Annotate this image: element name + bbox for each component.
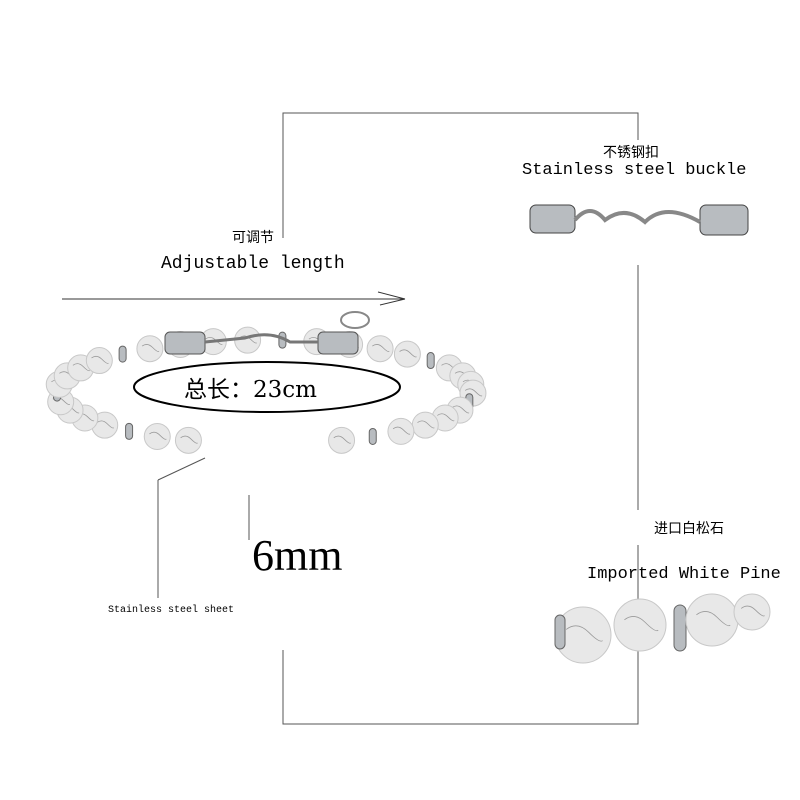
bead-size-label: 6mm — [252, 531, 343, 580]
bead — [411, 411, 439, 439]
adjustable-label-en: Adjustable length — [161, 254, 345, 274]
steel-spacer — [118, 345, 127, 363]
bead-vein — [417, 420, 435, 429]
bead-vein — [392, 426, 411, 435]
stone-label-en: Imported White Pine — [587, 565, 781, 584]
bead-vein — [72, 363, 91, 372]
bead — [136, 335, 164, 363]
bracelet-image — [45, 311, 487, 454]
bead — [328, 426, 356, 454]
bead-vein — [696, 611, 731, 627]
steel-spacer — [368, 427, 377, 445]
bead-vein — [451, 405, 470, 414]
bead — [733, 593, 771, 631]
steel-spacer — [125, 422, 134, 440]
bead — [387, 417, 415, 445]
steel-spacer — [554, 614, 566, 650]
bead — [143, 422, 171, 450]
bead-vein — [565, 625, 603, 642]
stone-closeup-image — [554, 593, 771, 664]
bead-vein — [464, 388, 483, 397]
bead — [366, 335, 394, 363]
adjustable-label-cn: 可调节 — [232, 230, 274, 246]
bead — [85, 347, 113, 375]
buckle-image — [529, 204, 749, 236]
buckle-label-cn: 不锈钢扣 — [603, 145, 659, 161]
bead-vein — [91, 355, 109, 364]
total-length-label: 总长：23cm — [184, 377, 317, 403]
end-cap — [164, 331, 206, 355]
clasp-chain — [204, 333, 318, 344]
buckle-cap-left — [529, 204, 576, 234]
bead — [685, 593, 739, 647]
spacer-label: Stainless steel sheet — [108, 605, 235, 616]
bead-vein — [149, 431, 167, 440]
bead-vein — [141, 344, 160, 352]
bead — [613, 598, 667, 652]
buckle-label-en: Stainless steel buckle — [522, 161, 747, 180]
bead-vein — [437, 413, 455, 422]
bead-vein — [624, 616, 659, 632]
stone-label-cn: 进口白松石 — [654, 521, 724, 537]
buckle-clasp — [573, 209, 701, 225]
length-badge-outline — [133, 361, 401, 413]
steel-spacer — [426, 352, 435, 370]
bead-vein — [96, 420, 115, 429]
bead-vein — [239, 335, 257, 344]
buckle-cap-right — [699, 204, 749, 236]
bead — [393, 340, 421, 368]
extension-ring — [340, 311, 370, 329]
bead — [234, 326, 262, 354]
bead-vein — [180, 435, 198, 444]
length-arrow — [62, 291, 406, 306]
bead-vein — [740, 605, 765, 617]
bead-vein — [372, 344, 390, 352]
steel-spacer — [673, 604, 687, 652]
bead-vein — [333, 435, 351, 444]
bead-vein — [399, 349, 417, 358]
bead — [174, 426, 202, 454]
end-cap — [317, 331, 359, 355]
